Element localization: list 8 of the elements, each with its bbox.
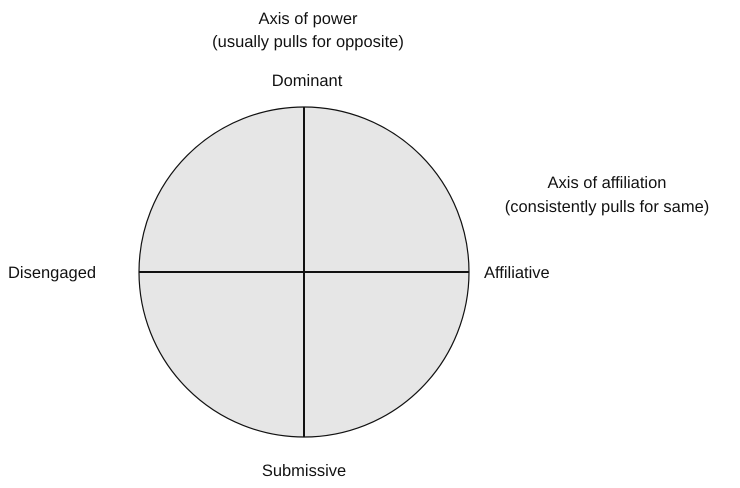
axis-note: (consistently pulls for same) xyxy=(504,198,710,216)
pole-label: Dominant xyxy=(272,72,342,90)
axis-label: Axis of power xyxy=(258,10,358,28)
pole-label: Submissive xyxy=(262,462,346,480)
pole-label: Disengaged xyxy=(8,264,96,282)
axis-note: (usually pulls for opposite) xyxy=(212,34,404,50)
pole-label: Affiliative xyxy=(484,264,550,282)
axis-label: Axis of affiliation xyxy=(548,174,666,192)
